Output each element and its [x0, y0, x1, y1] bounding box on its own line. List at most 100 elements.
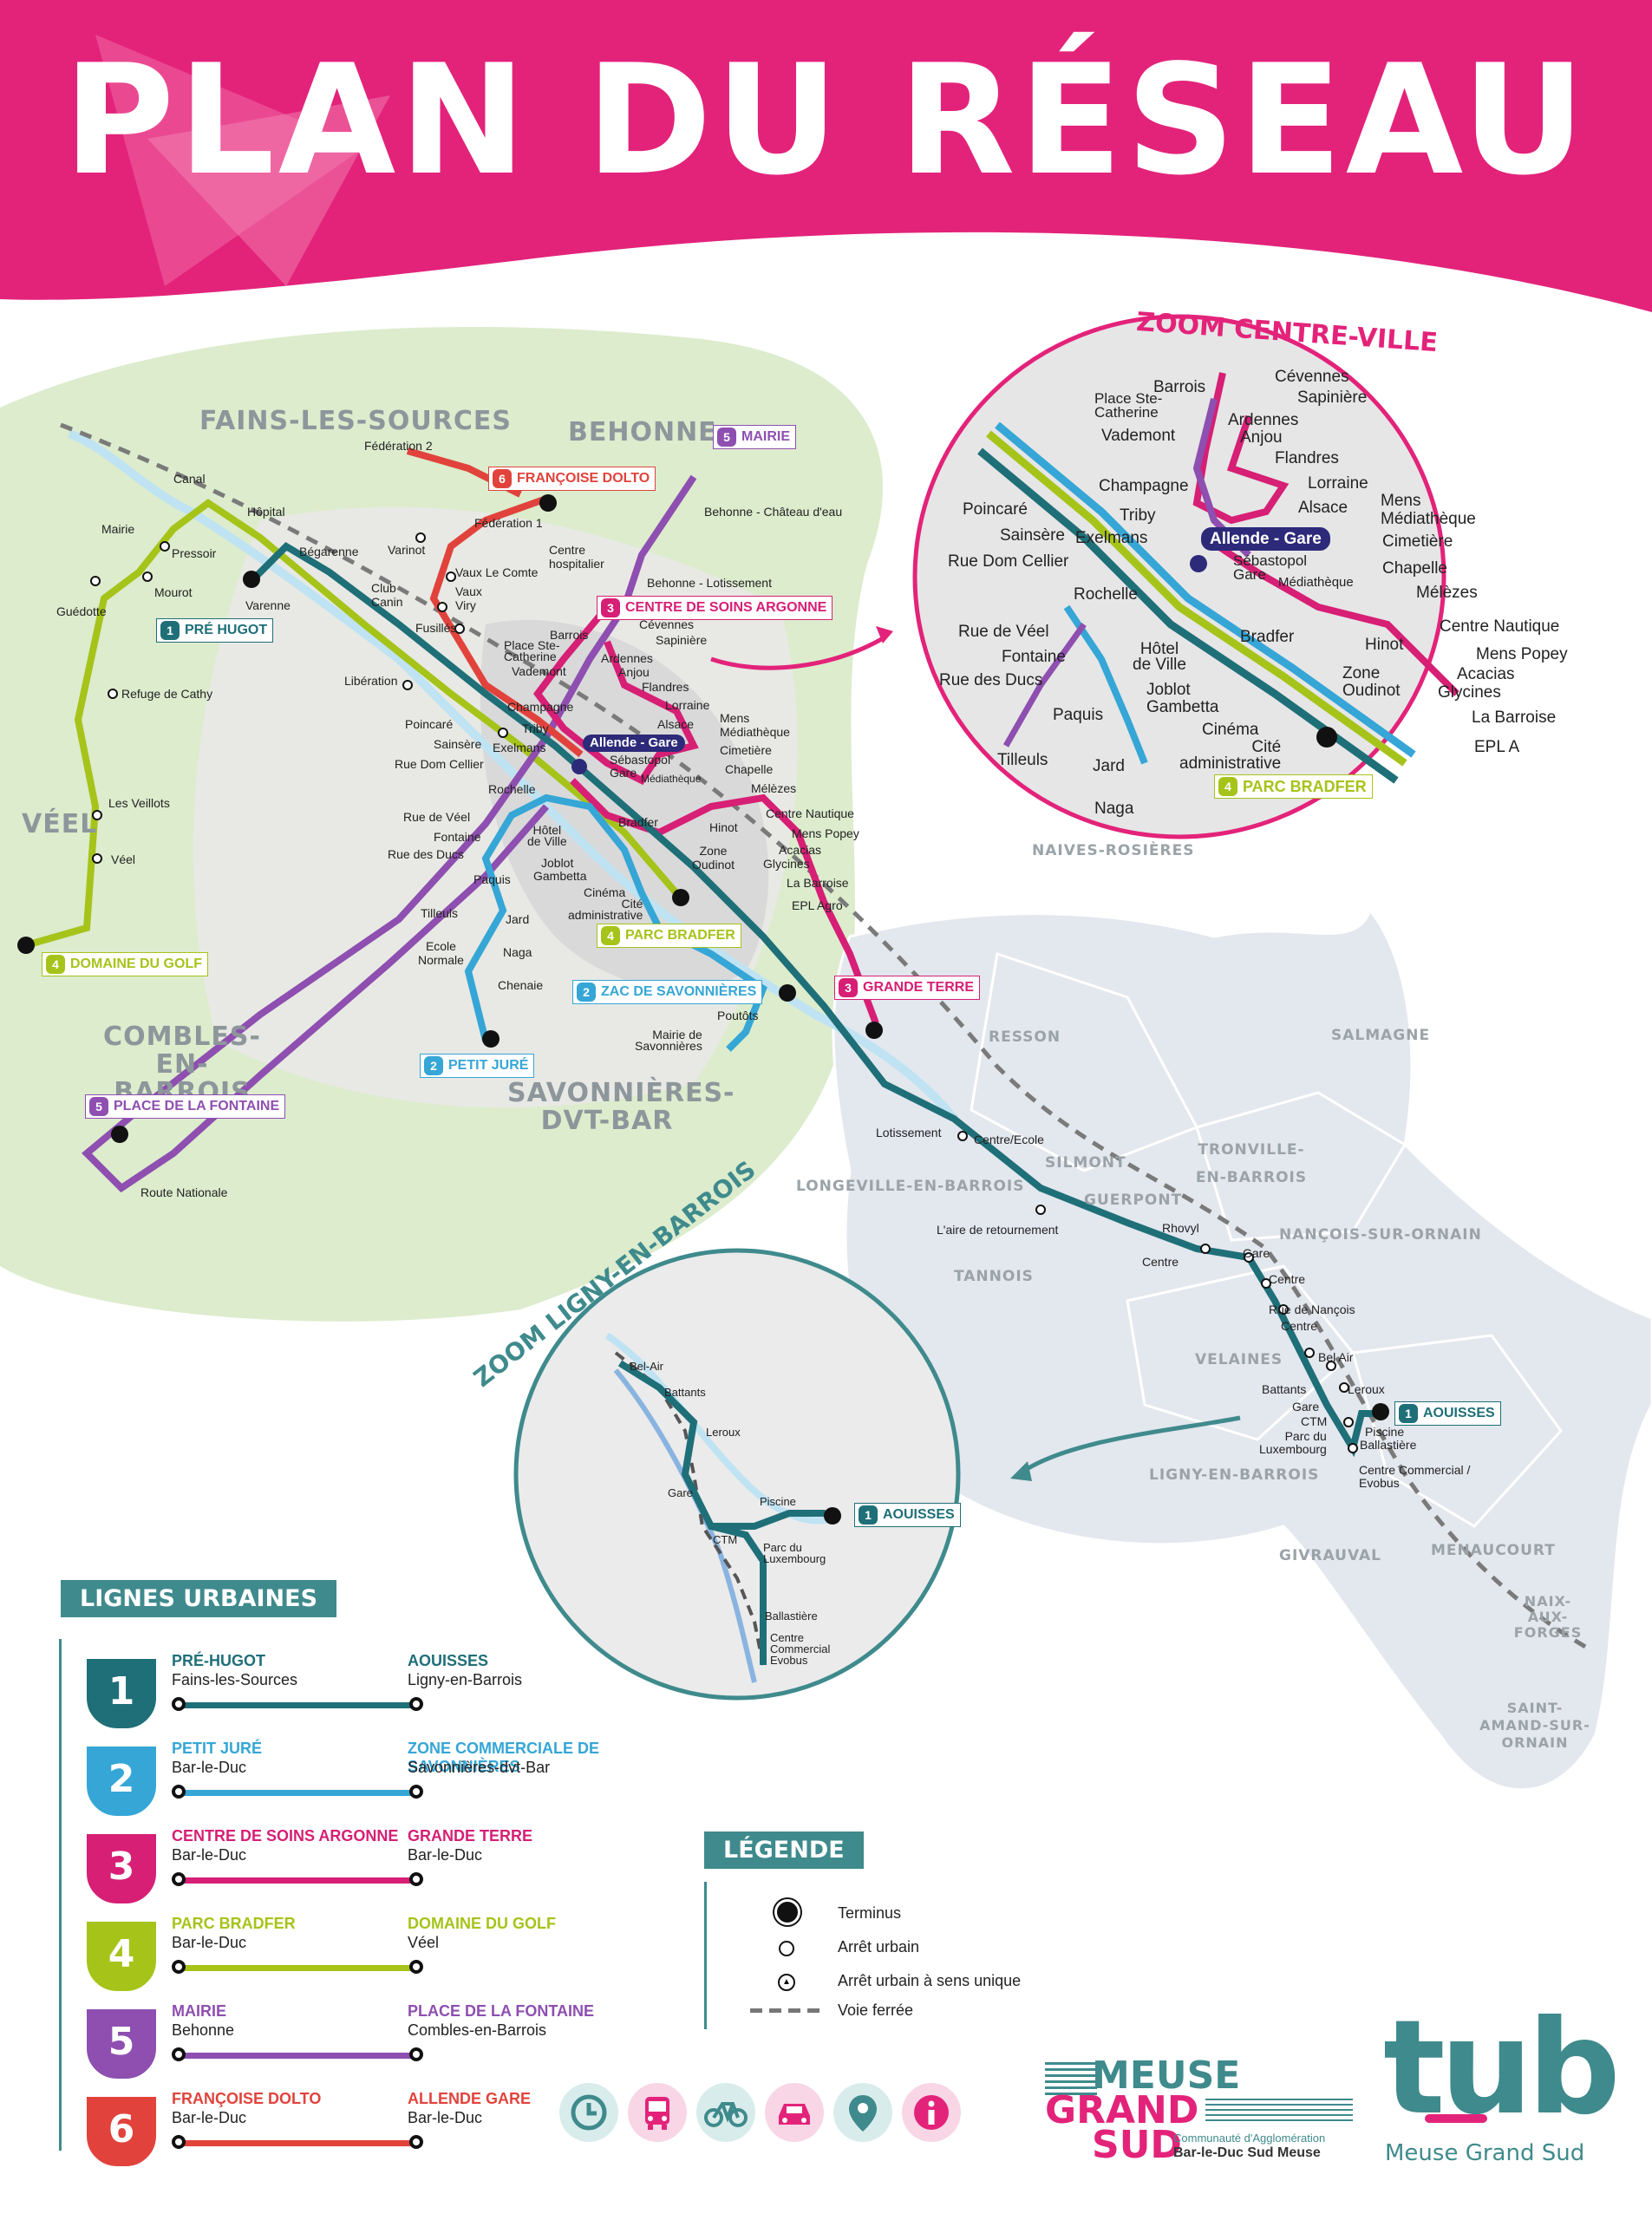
- zoom-stop-label: Rue de Véel: [958, 623, 1049, 641]
- line-bar: [179, 1877, 421, 1884]
- stop-label: Hinot: [709, 820, 738, 834]
- stop-label: Barrois: [550, 628, 589, 642]
- line-from-name: MAIRIE: [172, 2002, 226, 2020]
- allende-gare-badge[interactable]: Allende - Gare: [583, 735, 685, 752]
- zoom-ligny-stop: Bel-Air: [630, 1360, 664, 1373]
- stop-label: Joblot: [541, 856, 574, 870]
- legend-terminus: Terminus: [838, 1904, 902, 1922]
- line-from-city: Bar-le-Duc: [172, 1759, 247, 1776]
- stop-label: Fontaine: [434, 830, 481, 844]
- stop-label: Mélèzes: [751, 781, 797, 795]
- line-from-city: Bar-le-Duc: [172, 1934, 247, 1951]
- bike-icon[interactable]: [696, 2083, 755, 2142]
- railway-icon: [750, 2008, 819, 2013]
- line-to-name: DOMAINE DU GOLF: [408, 1915, 556, 1932]
- stop-label: Cité administrative: [568, 897, 643, 922]
- town-tannois: TANNOIS: [954, 1268, 1034, 1285]
- bus-icon[interactable]: [628, 2083, 687, 2142]
- terminus-dot: [409, 2047, 423, 2061]
- zoom-stop-label: Glycines: [1438, 683, 1501, 702]
- stop-label: CTM: [1301, 1414, 1328, 1428]
- stop-label: Chenaie: [498, 978, 544, 992]
- stop-label: Behonne - Château d'eau: [704, 505, 843, 519]
- terminus-dot: [409, 1872, 423, 1886]
- zoom-stop-label: Cinéma: [1202, 721, 1259, 739]
- town-veel: VÉEL: [22, 809, 98, 839]
- car-icon[interactable]: [765, 2083, 824, 2142]
- zoom-stop-label: Place Ste- Catherine: [1094, 390, 1163, 421]
- stop-label: Sainsère: [434, 737, 482, 751]
- stop-label: Centre hospitalier: [549, 543, 604, 571]
- stop-label: Chapelle: [725, 762, 774, 776]
- line-number-icon: 3: [87, 1834, 156, 1903]
- legend-title: LÉGENDE: [704, 1832, 864, 1869]
- zoom-stop-label: Cévennes: [1275, 368, 1349, 386]
- zoom-stop-label: Sapinière: [1297, 388, 1368, 407]
- zoom-ligny-stop: Ballastière: [765, 1610, 818, 1623]
- zoom-stop-label: Chapelle: [1382, 559, 1447, 578]
- header-banner: [0, 0, 1652, 312]
- zoom-allende-gare-badge[interactable]: Allende - Gare: [1201, 527, 1330, 551]
- zoom-stop-label: Barrois: [1153, 378, 1206, 396]
- line-from-city: Behonne: [172, 2021, 235, 2039]
- terminus-dot: [172, 1960, 186, 1974]
- stop-label: Centre: [1281, 1319, 1318, 1333]
- line-6-icon: 6: [493, 469, 512, 488]
- stop-label: Mens: [720, 711, 750, 725]
- terminus-icon: [774, 1899, 800, 1925]
- line-to-name: ALLENDE GARE: [408, 2090, 532, 2107]
- stop-label: Place Ste- Catherine: [504, 638, 560, 663]
- info-icon[interactable]: [902, 2083, 961, 2142]
- zoom-stop-label: Hôtel de Ville: [1133, 640, 1186, 674]
- stop-label: Poutôts: [717, 1009, 759, 1022]
- zoom-stop-label: Cimetière: [1382, 532, 1453, 551]
- zoom-stop-label: Naga: [1094, 800, 1134, 818]
- zoom-stop-label: Ardennes: [1228, 411, 1299, 429]
- stop-label: Bradfer: [618, 815, 658, 829]
- stop-label: Centre/Ecole: [974, 1133, 1044, 1146]
- town-ligny: LIGNY-EN-BARROIS: [1149, 1466, 1320, 1484]
- zoom-stop-label: Bradfer: [1240, 628, 1295, 646]
- stop-label: Gambetta: [533, 869, 587, 883]
- legend-voie-ferree: Voie ferrée: [838, 2001, 914, 2019]
- location-pin-icon[interactable]: [833, 2083, 892, 2142]
- terminus-dot: [409, 1785, 423, 1799]
- town-givrauval: GIVRAUVAL: [1279, 1547, 1381, 1564]
- line-number-icon: 4: [87, 1922, 156, 1991]
- stop-label: Fédération 1: [474, 516, 543, 530]
- legend-arret: Arrêt urbain: [838, 1938, 920, 1956]
- zoom-stop-label: Médiathèque: [1381, 510, 1476, 528]
- stop-label: Centre: [1142, 1255, 1179, 1269]
- zoom-stop-label: Sébastopol Gare: [1233, 552, 1308, 583]
- stop-label: Flandres: [642, 680, 689, 694]
- stop-label: Centre Nautique: [766, 806, 854, 820]
- zoom-stop-label: Champagne: [1099, 477, 1189, 495]
- clock-icon[interactable]: [559, 2083, 618, 2142]
- zoom-stop-label: Cité administrative: [1179, 738, 1282, 773]
- meuse-grand-sud-logo[interactable]: MEUSE GRAND SUD Communauté d'Agglomérati…: [1045, 2057, 1357, 2166]
- stop-label: Les Veillots: [108, 796, 170, 810]
- zoom-ligny-stop: Piscine: [760, 1495, 796, 1508]
- tub-logo[interactable]: tub Meuse Grand Sud: [1383, 1993, 1621, 2166]
- stop-label: Route Nationale: [140, 1185, 228, 1199]
